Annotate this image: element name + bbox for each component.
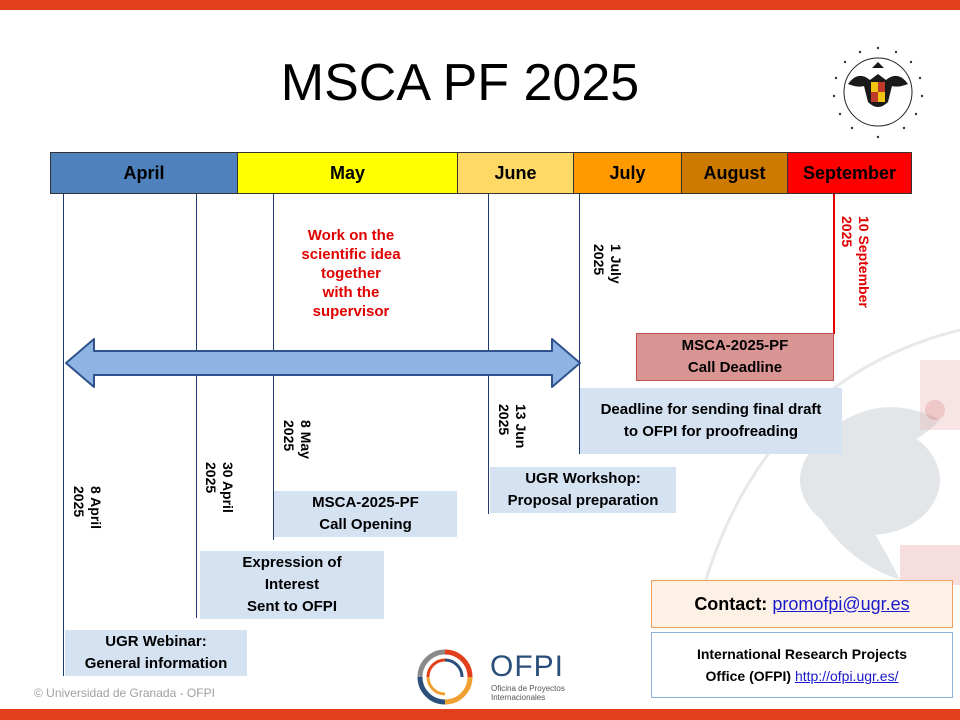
office-line1: International Research Projects xyxy=(696,646,908,662)
ugr-webinar-box: UGR Webinar: General information xyxy=(65,630,247,676)
timeline-line-apr8 xyxy=(63,194,64,676)
contact-email-link[interactable]: promofpi@ugr.es xyxy=(772,593,910,614)
date-apr8: 8 April 2025 xyxy=(71,486,104,530)
ofpi-logo-icon xyxy=(417,649,473,705)
double-arrow-icon xyxy=(65,338,581,388)
month-may: May xyxy=(238,153,458,193)
ofpi-subtitle: Oficina de Proyectos Internacionales xyxy=(491,684,565,702)
ugr-workshop-box: UGR Workshop: Proposal preparation xyxy=(490,467,676,513)
office-info-box: International Research Projects Office (… xyxy=(651,632,953,698)
expression-of-interest-box: Expression of Interest Sent to OFPI xyxy=(200,551,384,619)
office-line2: Office (OFPI) xyxy=(705,668,792,684)
month-april: April xyxy=(51,153,238,193)
month-september: September xyxy=(788,153,911,193)
month-june: June xyxy=(458,153,574,193)
date-may8: 8 May 2025 xyxy=(281,420,314,459)
call-deadline-box: MSCA-2025-PF Call Deadline xyxy=(636,333,834,381)
month-august: August xyxy=(682,153,788,193)
call-opening-box: MSCA-2025-PF Call Opening xyxy=(274,491,457,537)
work-on-idea-text: Work on the scientific idea together wit… xyxy=(301,227,401,320)
final-draft-deadline-box: Deadline for sending final draft to OFPI… xyxy=(580,388,842,454)
date-jul1: 1 July 2025 xyxy=(591,244,624,284)
month-july: July xyxy=(574,153,682,193)
copyright-text: © Universidad de Granada - OFPI xyxy=(34,686,215,700)
date-sep10: 10 September 2025 xyxy=(839,216,872,308)
timeline-line-sep10 xyxy=(833,194,835,334)
page-title: MSCA PF 2025 xyxy=(280,54,640,112)
date-apr30: 30 April 2025 xyxy=(203,462,236,513)
month-header: April May June July August September xyxy=(50,152,912,194)
date-jun13: 13 Jun 2025 xyxy=(496,404,529,449)
timeline-line-jul1 xyxy=(579,194,580,454)
ofpi-name: OFPI xyxy=(490,650,565,683)
office-url-link[interactable]: http://ofpi.ugr.es/ xyxy=(794,668,899,684)
contact-label: Contact: xyxy=(694,593,768,614)
top-accent-bar xyxy=(0,0,960,10)
contact-box: Contact: promofpi@ugr.es xyxy=(651,580,953,628)
university-seal-icon xyxy=(827,41,929,143)
timeline-line-apr30 xyxy=(196,194,197,618)
bottom-accent-bar xyxy=(0,709,960,720)
office-line2-row: Office (OFPI) http://ofpi.ugr.es/ xyxy=(652,665,952,687)
